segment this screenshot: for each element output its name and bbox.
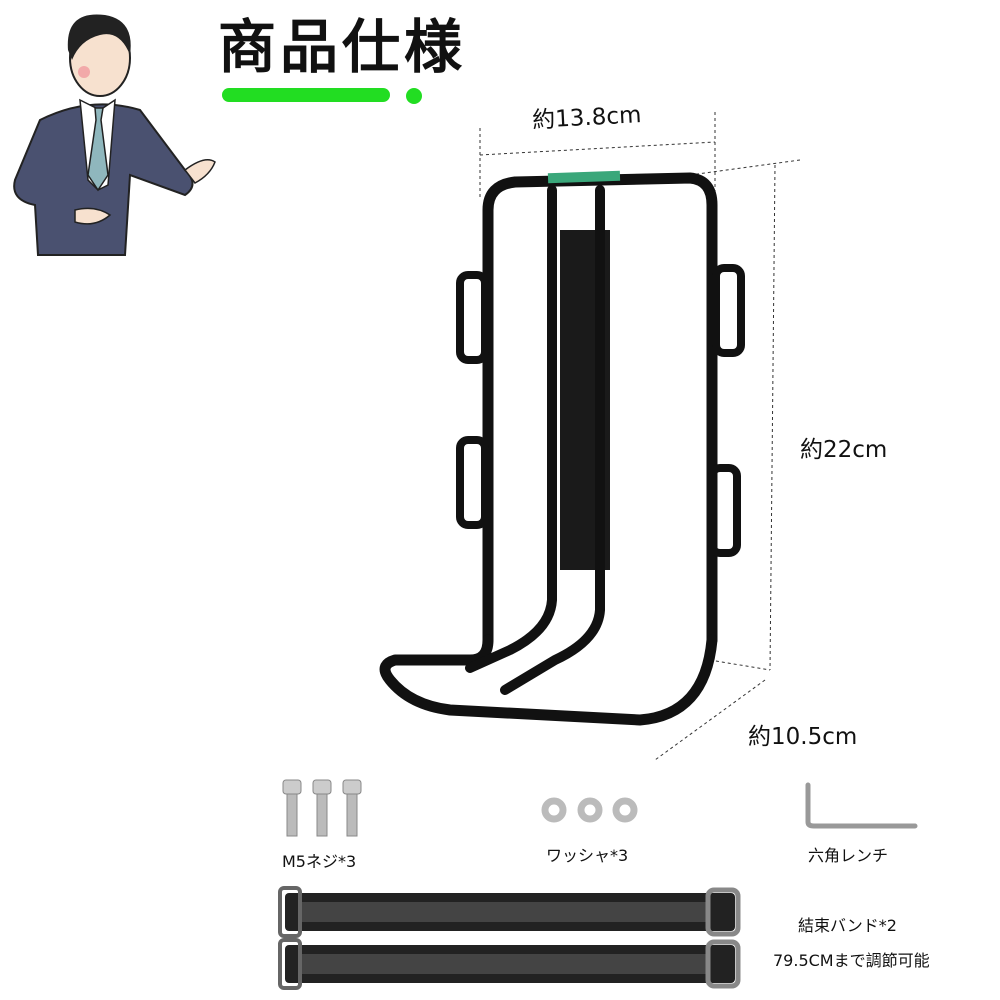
dimension-lines <box>479 112 801 761</box>
strap-label: 結束バンド*2 <box>798 916 897 935</box>
front-rack-image <box>379 170 745 726</box>
screw-icon <box>282 779 362 837</box>
depth-dimension: 約10.5cm <box>748 724 858 750</box>
screw-label: M5ネジ*3 <box>282 852 357 871</box>
washer-icon <box>541 797 638 823</box>
strap-note: 79.5CMまで調節可能 <box>773 951 930 970</box>
washer-label: ワッシャ*3 <box>546 846 629 865</box>
strap-icon <box>278 886 741 990</box>
accent-dot <box>406 88 422 104</box>
hex-wrench-icon <box>805 782 918 829</box>
accent-bar <box>222 88 390 102</box>
wrench-label: 六角レンチ <box>808 846 889 865</box>
width-dimension: 約13.8cm <box>531 102 643 134</box>
height-dimension: 約22cm <box>800 437 888 463</box>
presenter-illustration <box>13 14 216 256</box>
page-title: 商品仕様 <box>218 13 467 81</box>
